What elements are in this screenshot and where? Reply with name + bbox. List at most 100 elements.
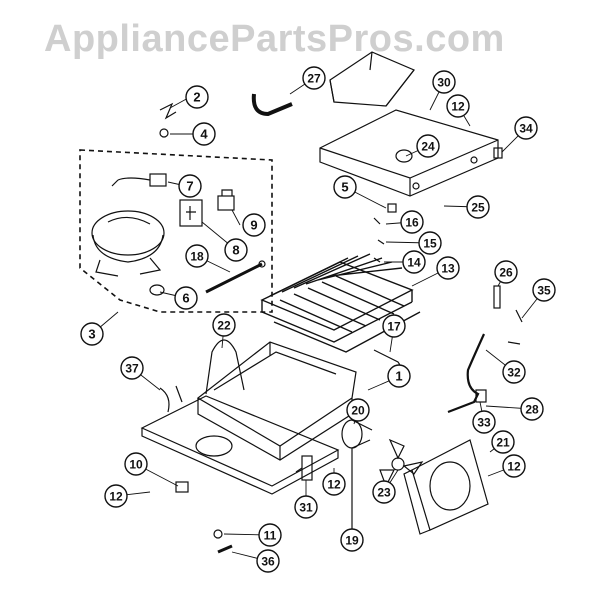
callout-34: 34: [514, 116, 538, 140]
callout-circle: [416, 134, 440, 158]
callout-37: 37: [120, 356, 144, 380]
callout-label: 12: [507, 460, 521, 474]
fan-blade-part: [379, 438, 424, 488]
callout-circle: [185, 244, 209, 268]
drier-part: [205, 260, 266, 294]
callout-1: 1: [387, 364, 411, 388]
callout-label: 5: [341, 180, 348, 195]
tube-part: [251, 93, 293, 117]
callout-23: 23: [372, 480, 396, 504]
callout-circle: [436, 256, 460, 280]
callout-16: 16: [400, 210, 424, 234]
callout-label: 14: [407, 256, 421, 270]
callout-label: 16: [405, 216, 419, 230]
callout-label: 12: [109, 490, 123, 504]
compressor-part: [91, 210, 165, 277]
grommet-part: [149, 284, 165, 296]
callout-15: 15: [418, 231, 442, 255]
fan-shroud-part: [403, 439, 489, 535]
callout-10: 10: [124, 452, 148, 476]
callout-label: 18: [190, 250, 204, 264]
callout-label: 33: [477, 416, 491, 430]
callout-circle: [124, 452, 148, 476]
callout-label: 32: [507, 366, 521, 380]
callout-circle: [532, 278, 556, 302]
callout-circle: [322, 472, 346, 496]
bracket-31-part: [295, 455, 313, 481]
callout-circle: [258, 523, 282, 547]
callout-circle: [104, 484, 128, 508]
callout-label: 8: [232, 243, 239, 258]
callout-3: 3: [80, 322, 104, 346]
callout-label: 35: [537, 284, 551, 298]
callout-label: 31: [299, 501, 313, 515]
callout-circle: [242, 213, 266, 237]
bracket-5-part: [387, 203, 397, 213]
callout-circle: [224, 238, 248, 262]
callout-27: 27: [302, 66, 326, 90]
callout-circle: [382, 314, 406, 338]
callout-circle: [400, 210, 424, 234]
callout-9: 9: [242, 213, 266, 237]
callout-circle: [372, 480, 396, 504]
clip-part: [159, 102, 177, 120]
callout-circle: [340, 528, 364, 552]
callout-12: 12: [322, 472, 346, 496]
arch-part: [205, 339, 245, 395]
callout-label: 1: [395, 369, 402, 384]
callout-17: 17: [382, 314, 406, 338]
harness-32-part: [447, 333, 486, 414]
callout-label: 37: [125, 362, 139, 376]
callout-31: 31: [294, 495, 318, 519]
callout-label: 23: [377, 486, 391, 500]
callout-label: 2: [193, 90, 200, 105]
callout-28: 28: [520, 397, 544, 421]
callout-12: 12: [446, 94, 470, 118]
wire-part: [159, 385, 183, 413]
callout-label: 30: [437, 76, 451, 90]
callout-circle: [432, 70, 456, 94]
callout-label: 13: [441, 262, 455, 276]
callout-label: 36: [261, 555, 275, 569]
callout-circle: [494, 260, 518, 284]
callout-30: 30: [432, 70, 456, 94]
callout-circle: [333, 175, 357, 199]
callout-label: 22: [217, 319, 231, 333]
callout-circle: [418, 231, 442, 255]
callout-label: 27: [307, 72, 321, 86]
overload-part: [179, 199, 203, 227]
callout-32: 32: [502, 360, 526, 384]
screw-parts: [373, 217, 385, 263]
callout-label: 3: [88, 327, 95, 342]
callout-label: 21: [496, 436, 510, 450]
callout-circle: [387, 364, 411, 388]
callout-label: 19: [345, 534, 359, 548]
callout-label: 24: [421, 140, 435, 154]
callout-circle: [185, 85, 209, 109]
callout-label: 12: [451, 100, 465, 114]
callout-6: 6: [174, 286, 198, 310]
washer-part: [159, 128, 169, 138]
callout-20: 20: [346, 398, 370, 422]
callout-circle: [472, 410, 496, 434]
fastener-part: [493, 147, 503, 159]
callout-35: 35: [532, 278, 556, 302]
callout-circle: [520, 397, 544, 421]
base-tray-part: [140, 395, 340, 495]
callout-36: 36: [256, 549, 280, 573]
connector-part: [175, 481, 189, 493]
callout-label: 17: [387, 320, 401, 334]
callout-8: 8: [224, 238, 248, 262]
callout-11: 11: [258, 523, 282, 547]
callout-circle: [192, 122, 216, 146]
callout-4: 4: [192, 122, 216, 146]
callout-circle: [294, 495, 318, 519]
top-plate-part: [319, 109, 499, 197]
callout-label: 26: [499, 266, 513, 280]
rod-26-part: [493, 285, 501, 309]
callout-circle: [402, 250, 426, 274]
callout-circle: [80, 322, 104, 346]
callout-label: 20: [351, 404, 365, 418]
